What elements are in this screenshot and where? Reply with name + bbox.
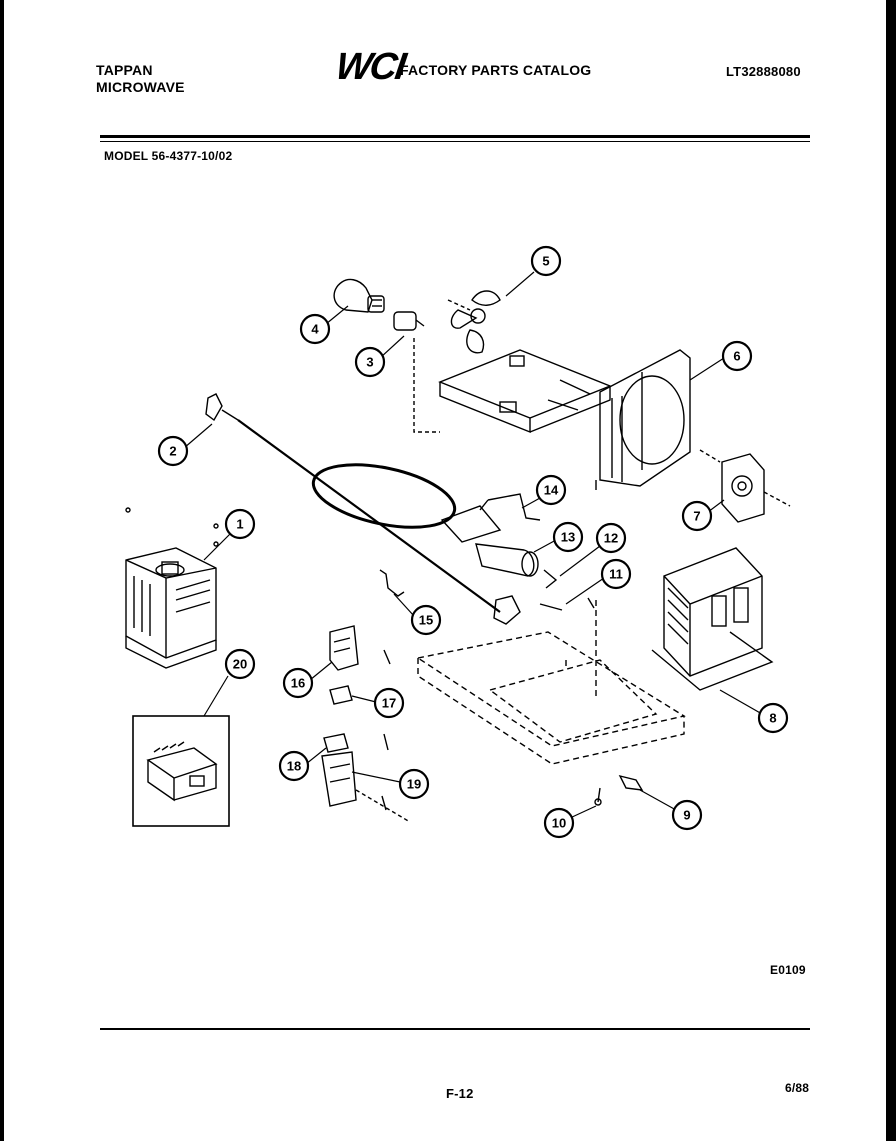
svg-text:10: 10 [552,816,566,831]
callout-leaders [183,271,763,819]
fan-motor-part [699,449,791,523]
model-number: MODEL 56-4377-10/02 [104,149,233,163]
callout-3: 3 [354,346,386,378]
scan-edge-mark [0,836,4,842]
callout-10: 10 [543,807,575,839]
brand-block: TAPPAN MICROWAVE [96,62,185,96]
callout-9: 9 [671,799,703,831]
svg-text:8: 8 [769,711,776,726]
svg-text:18: 18 [287,759,301,774]
svg-text:15: 15 [419,613,433,628]
catalog-title: FACTORY PARTS CATALOG [400,62,592,78]
product-type: MICROWAVE [96,79,185,95]
callout-18: 18 [278,750,310,782]
svg-text:11: 11 [609,567,623,582]
footer-rule [100,1028,810,1030]
header-rule-thick [100,135,810,138]
catalog-date: 6/88 [785,1081,810,1095]
svg-text:20: 20 [233,657,247,672]
lamp-socket-part [393,311,440,433]
svg-text:1: 1 [236,517,243,532]
svg-text:13: 13 [561,530,575,545]
svg-text:17: 17 [382,696,396,711]
callout-8: 8 [757,702,789,734]
callout-11: 11 [600,558,632,590]
power-cord-part [205,393,521,625]
svg-text:19: 19 [407,777,421,792]
capacitor-part [475,543,539,577]
connector-and-screw-parts [594,774,644,806]
callout-5: 5 [530,245,562,277]
svg-text:5: 5 [542,254,549,269]
brand-name: TAPPAN [96,62,153,78]
control-module-part [132,715,230,827]
svg-text:12: 12 [604,531,618,546]
capacitor-bracket-part [440,493,541,543]
callout-14: 14 [535,474,567,506]
callout-4: 4 [299,313,331,345]
svg-text:9: 9 [683,808,690,823]
catalog-number: LT32888080 [726,64,801,79]
callout-labels: 1 2 3 4 5 6 7 8 9 10 11 12 13 14 15 16 1… [157,245,789,839]
svg-text:3: 3 [366,355,373,370]
svg-text:16: 16 [291,676,305,691]
callout-13: 13 [552,521,584,553]
callout-15: 15 [410,604,442,636]
callout-7: 7 [681,500,713,532]
svg-text:14: 14 [544,483,559,498]
svg-text:6: 6 [733,349,740,364]
callout-19: 19 [398,768,430,800]
scan-edge-mark [0,474,4,480]
base-plate-part [416,600,686,765]
magnetron-part [125,507,219,669]
callout-1: 1 [224,508,256,540]
callout-2: 2 [157,435,189,467]
figure-id: E0109 [770,963,806,977]
lamp-bulb-part [333,278,385,313]
scan-edge-mark [0,286,4,292]
door-switch-parts [321,569,411,823]
svg-text:4: 4 [311,322,319,337]
callout-20: 20 [224,648,256,680]
callout-17: 17 [373,687,405,719]
callout-16: 16 [282,667,314,699]
page-number: F-12 [446,1086,474,1101]
svg-text:2: 2 [169,444,176,459]
callout-6: 6 [721,340,753,372]
transformer-part [651,547,774,691]
terminal-and-screw-parts [539,569,595,611]
svg-text:7: 7 [693,509,700,524]
fan-blade-part [447,290,501,354]
fan-shroud-part [438,349,691,490]
callout-12: 12 [595,522,627,554]
header-rule-thin [100,141,810,142]
